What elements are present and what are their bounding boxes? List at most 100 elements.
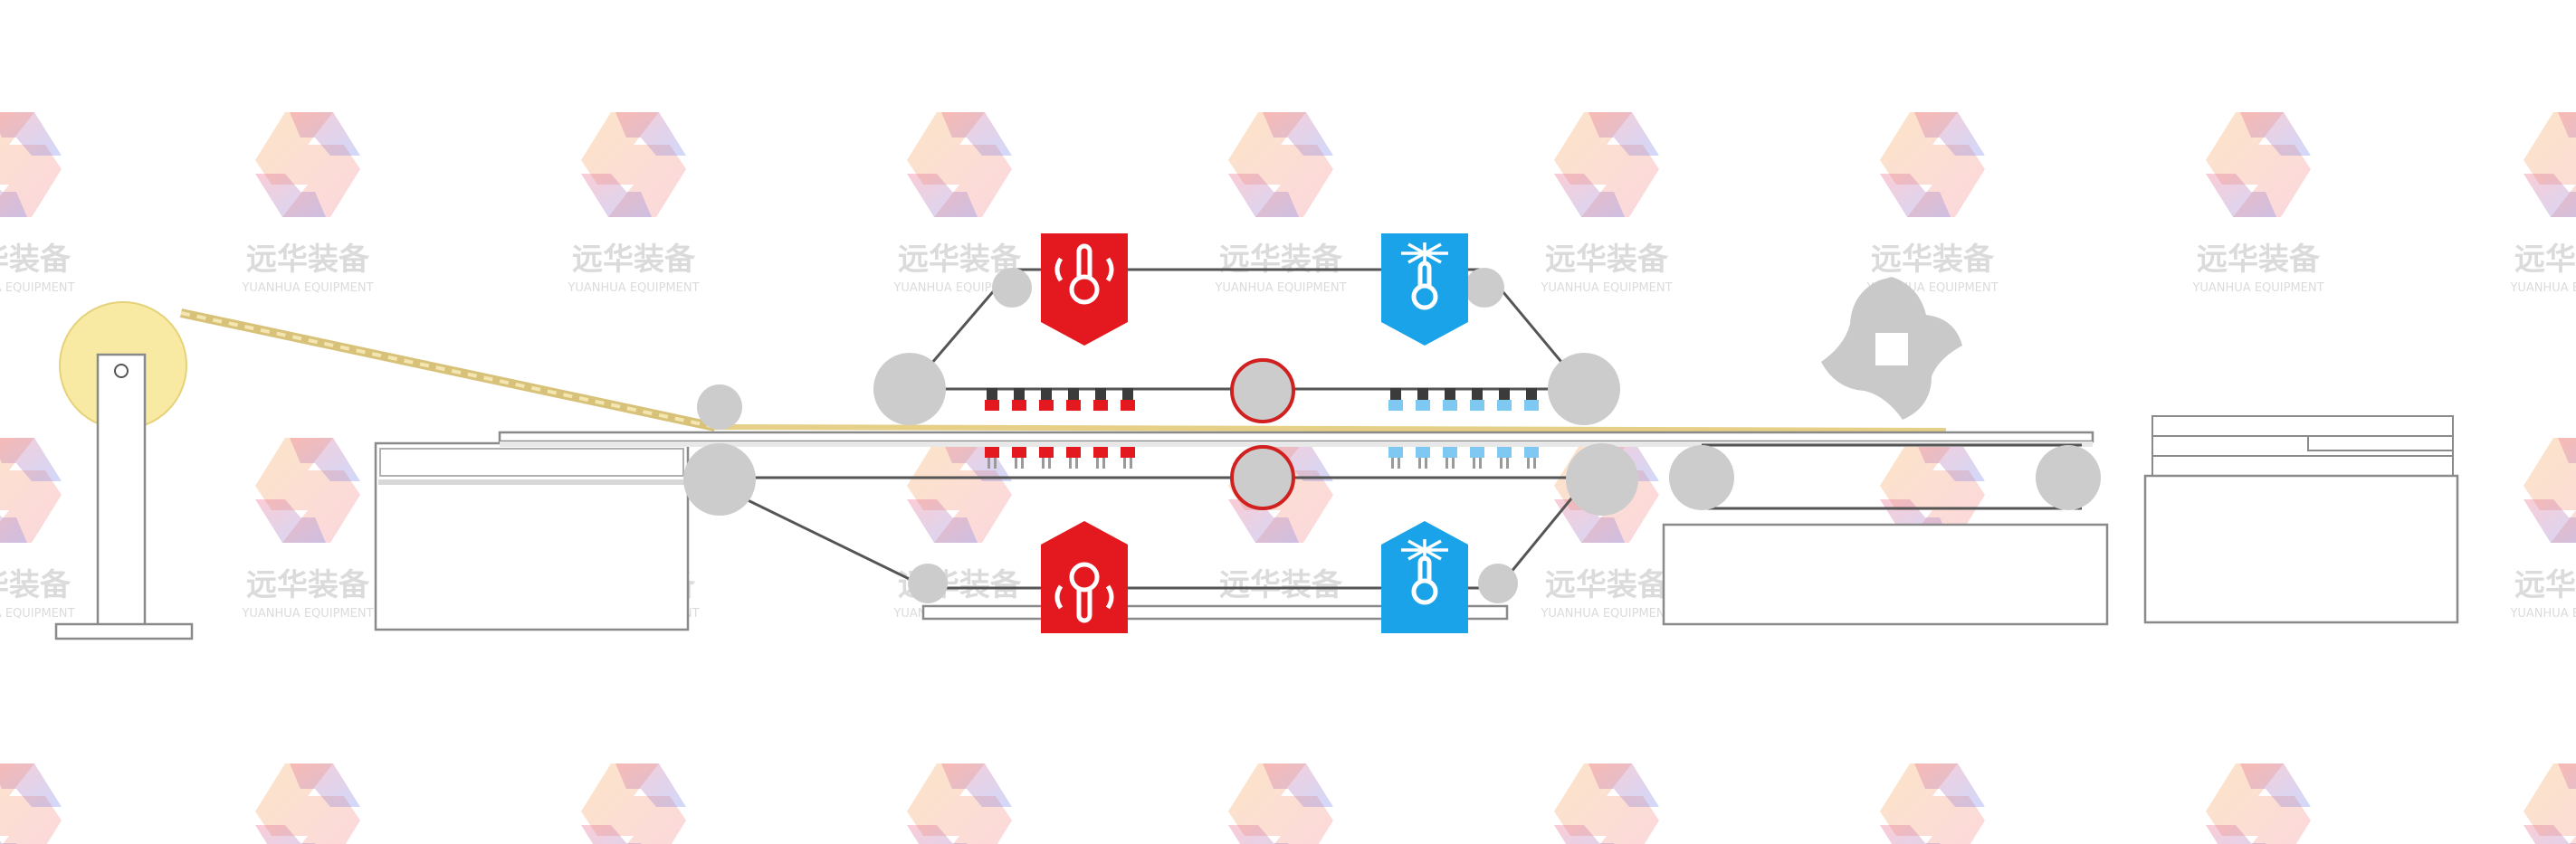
outfeed-conveyor: [1662, 443, 2109, 626]
watermark-logo: [255, 763, 360, 844]
watermark-subtitle: YUANHUA EQUIPMENT: [0, 607, 75, 621]
rotary-cutter-blade-icon: [1821, 277, 1962, 420]
heater-element: [1121, 447, 1135, 469]
watermark-name: 远华装备: [2514, 242, 2576, 278]
cooler-element: [1388, 447, 1403, 469]
heater-upper-badge: [1041, 233, 1128, 346]
heater-element: [1066, 447, 1081, 469]
thermometer-snowflake-icon: [1401, 539, 1448, 605]
thermometer-heat-icon: [1054, 243, 1114, 305]
watermark-logo: [2206, 763, 2311, 844]
outfeed-cabinet: [1662, 523, 2109, 626]
upper-right-guide-roller: [1465, 268, 1504, 308]
heater-element: [985, 388, 999, 411]
cooler-upper-rods: [1388, 388, 1539, 411]
watermark-logo: 远华装备 YUANHUA EQUIPMENT: [241, 112, 374, 295]
cooler-element: [1443, 388, 1457, 411]
stacker-station: [2143, 415, 2459, 624]
watermark-subtitle: YUANHUA EQUIPMENT: [241, 281, 373, 295]
material-strip: [179, 308, 1947, 433]
watermark-subtitle: YUANHUA EQUIPMENT: [241, 607, 373, 621]
cooler-element: [1443, 447, 1457, 469]
heater-lower-badge: [1041, 521, 1128, 633]
watermark-name: 远华装备: [1545, 567, 1669, 603]
heater-element: [1012, 447, 1026, 469]
watermark-logo: 远华装备 YUANHUA EQUIPMENT: [567, 112, 700, 295]
watermark-subtitle: YUANHUA EQUIPMENT: [2509, 607, 2576, 621]
lower-left-drive-roller: [683, 443, 756, 516]
heater-element: [1039, 388, 1054, 411]
watermark-subtitle: YUANHUA EQUIPMENT: [1540, 607, 1672, 621]
watermark-name: 远华装备: [246, 567, 370, 603]
heater-element: [1039, 447, 1054, 469]
watermark-subtitle: YUANHUA EQUIPMENT: [0, 281, 75, 295]
watermark-logo: [0, 763, 62, 844]
lower-right-guide-roller: [1478, 564, 1518, 603]
cooler-element: [1470, 388, 1484, 411]
watermark-name: 远华装备: [1219, 242, 1343, 278]
outfeed-left-roller: [1669, 445, 1734, 510]
watermark-logo: 远华装备 YUANHUA EQUIPMENT: [241, 438, 374, 621]
spool-reel-icon: [114, 364, 129, 378]
watermark-logo: [1228, 763, 1333, 844]
watermark-name: 远华装备: [0, 242, 72, 278]
watermark-logo: 远华装备 YUANHUA EQUIPMENT: [0, 438, 75, 621]
watermark-logo: [2524, 763, 2576, 844]
heater-element: [1093, 388, 1108, 411]
watermark-logo: 远华装备 YUANHUA EQUIPMENT: [2509, 438, 2576, 621]
watermark-subtitle: YUANHUA EQUIPMENT: [2509, 281, 2576, 295]
cooler-element: [1416, 388, 1430, 411]
watermark-logo: [1554, 763, 1659, 844]
watermark-logo: 远华装备 YUANHUA EQUIPMENT: [1540, 112, 1673, 295]
watermark-name: 远华装备: [1545, 242, 1669, 278]
watermark-name: 远华装备: [2514, 567, 2576, 603]
heater-element: [1012, 388, 1026, 411]
watermark-logo: [1880, 763, 1985, 844]
lower-right-drive-roller: [1566, 443, 1638, 516]
feed-table: [374, 441, 690, 631]
conveyor-top-rail: [498, 431, 2094, 443]
cooler-upper-badge: [1381, 233, 1468, 346]
watermark-subtitle: YUANHUA EQUIPMENT: [1214, 281, 1346, 295]
cooler-element: [1497, 447, 1512, 469]
upper-left-guide-roller: [992, 268, 1032, 308]
heater-lower-rods: [985, 447, 1135, 469]
watermark-subtitle: YUANHUA EQUIPMENT: [1540, 281, 1672, 295]
watermark-name: 远华装备: [2197, 242, 2321, 278]
unwind-stand-post: [96, 353, 147, 628]
conveyor-top-rail-inner: [500, 441, 2093, 447]
watermark-name: 远华装备: [0, 567, 72, 603]
watermark-logo: 远华装备 YUANHUA EQUIPMENT: [0, 112, 75, 295]
watermark-logo: 远华装备 YUANHUA EQUIPMENT: [2191, 112, 2324, 295]
upper-nip-roller: [1230, 358, 1295, 423]
heater-element: [1066, 388, 1081, 411]
watermark-name: 远华装备: [246, 242, 370, 278]
watermark-logo: [907, 763, 1012, 844]
thermometer-heat-icon: [1054, 562, 1114, 623]
watermark-name: 远华装备: [572, 242, 696, 278]
watermark-subtitle: YUANHUA EQUIPMENT: [2191, 281, 2323, 295]
stacker-cabinet: [2143, 474, 2459, 624]
watermark-name: 远华装备: [1871, 242, 1995, 278]
watermark-name: 远华装备: [1219, 567, 1343, 603]
watermark-logo: 远华装备 YUANHUA EQUIPMENT: [1540, 438, 1673, 621]
heater-element: [1093, 447, 1108, 469]
cooler-element: [1470, 447, 1484, 469]
cooler-element: [1524, 388, 1539, 411]
entry-idle-roller: [697, 384, 742, 430]
thermometer-snowflake-icon: [1401, 242, 1448, 310]
lower-left-guide-roller: [908, 564, 948, 603]
cooler-element: [1388, 388, 1403, 411]
watermark-subtitle: YUANHUA EQUIPMENT: [567, 281, 699, 295]
heater-element: [1121, 388, 1135, 411]
unwind-stand-base: [54, 622, 194, 640]
outfeed-right-roller: [2036, 445, 2101, 510]
cooler-lower-rods: [1388, 447, 1539, 469]
cooler-element: [1497, 388, 1512, 411]
upper-left-drive-roller: [873, 353, 946, 425]
cooler-element: [1416, 447, 1430, 469]
cooler-lower-badge: [1381, 521, 1468, 633]
upper-right-drive-roller: [1548, 353, 1620, 425]
lower-nip-roller: [1230, 445, 1295, 510]
